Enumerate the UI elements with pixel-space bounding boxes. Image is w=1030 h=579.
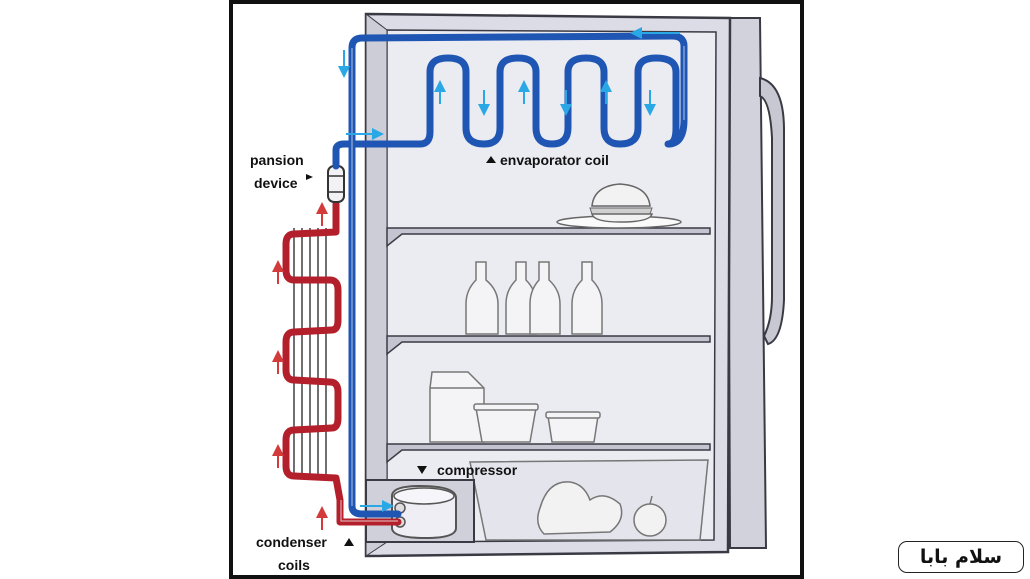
expansion-pointer-icon [306,174,313,180]
burger-icon [556,183,682,229]
compressor-pointer-icon [417,466,427,474]
bottles-icon [465,261,603,335]
apple-icon [633,503,667,537]
watermark-text: سلام بابا [919,546,1003,568]
watermark-badge: سلام بابا [898,541,1024,573]
fridge-door [726,17,785,549]
door-handle [759,76,785,346]
crisper-drawer [469,459,709,541]
condenser-coils-label-line1: condenser [256,534,327,550]
condenser-rack [293,228,327,478]
shelves [386,227,711,464]
condenser-coils-label: condenser coils [256,534,327,574]
shelf [386,443,711,464]
compressor-label: compressor [437,462,518,478]
lettuce-icon [537,481,623,535]
evaporator-coil-label: envaporator coil [500,152,609,168]
food-containers-icon [429,371,601,443]
shelf [386,335,711,356]
evaporator-pipe [332,32,688,518]
expansion-device-label-line2: device [254,175,298,191]
expansion-device-label-line1: pansion [250,152,304,168]
expansion-device-label: pansion device [250,152,304,192]
evaporator-pointer-icon [486,156,496,163]
condenser-coils-label-line2: coils [278,557,310,573]
condenser-pointer-icon [344,538,354,546]
expansion-device-icon [327,165,345,203]
condenser-pipe [282,200,402,526]
hot-flow-arrows [272,202,328,530]
shelf [386,227,711,248]
cold-flow-arrows [338,27,680,512]
